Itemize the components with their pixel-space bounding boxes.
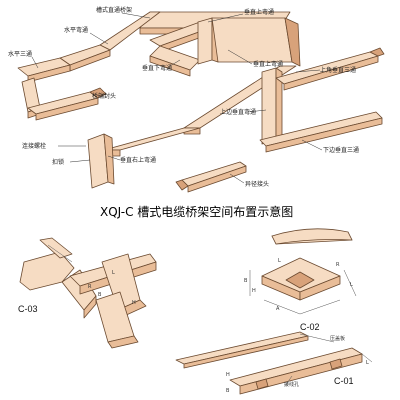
diagram-title: XQJ-C 槽式电缆桥架空间布置示意图 (100, 204, 293, 219)
part-code-c01: C-01 (334, 376, 354, 386)
c03-dim-h: H (132, 300, 136, 306)
c02-dim-b: B (244, 278, 248, 284)
component-labels: 槽式直通桥架 水平弯通 水平三通 垂直上弯通 垂直下弯通 垂直上弯通 桥端封头 … (8, 6, 359, 188)
label-upper-vertical-elbow-top: 垂直上弯通 (253, 60, 283, 68)
label-reducer: 异径接头 (245, 180, 269, 188)
c02-dim-h: H (252, 288, 256, 294)
c02-dim-l: L (278, 258, 281, 264)
part-code-c02: C-02 (300, 322, 320, 332)
c02-dim-r: R (336, 262, 340, 268)
c03-dim-b: B (98, 292, 102, 298)
c03-dim-l: L (112, 270, 115, 276)
label-vertical-up-elbow: 垂直上弯通 (244, 8, 274, 16)
label-straight-bridge: 槽式直通桥架 (96, 6, 132, 14)
label-bridge-end-cap: 桥端封头 (92, 92, 116, 100)
part-c01-drawing: 压盖板 接线孔 H B L (175, 331, 373, 395)
label-upper-vertical-elbow: 上边垂直弯通 (220, 108, 256, 116)
c03-dim-r: R (88, 284, 92, 290)
label-upper-vertical-tee: 上角垂直三通 (320, 66, 356, 74)
label-vertical-right-up-elbow: 垂直右上弯通 (120, 156, 156, 164)
c01-dim-h: H (226, 372, 230, 378)
label-buckle-lock: 扣锁 (52, 158, 64, 166)
c02-dim-a: A (276, 306, 280, 312)
label-vertical-down-elbow: 垂直下弯通 (142, 64, 172, 72)
c01-dim-b: B (226, 388, 230, 394)
part-code-c03: C-03 (18, 304, 38, 314)
c02-dim-l2: L (350, 282, 353, 288)
label-connecting-bolt: 连接螺栓 (22, 142, 46, 150)
leader-lines (31, 12, 323, 184)
c01-dim-l: L (366, 360, 369, 366)
part-c02-drawing: B H L R L A (244, 228, 357, 315)
label-horizontal-tee: 水平三通 (8, 50, 32, 58)
part-c03-drawing: L B H R (19, 237, 157, 349)
label-lower-vertical-tee: 下边垂直三通 (323, 146, 359, 154)
main-tray-assembly (17, 11, 385, 193)
label-horizontal-elbow: 水平弯通 (64, 26, 88, 34)
c01-label-hole: 接线孔 (284, 381, 299, 388)
c01-label-cover: 压盖板 (330, 335, 345, 342)
